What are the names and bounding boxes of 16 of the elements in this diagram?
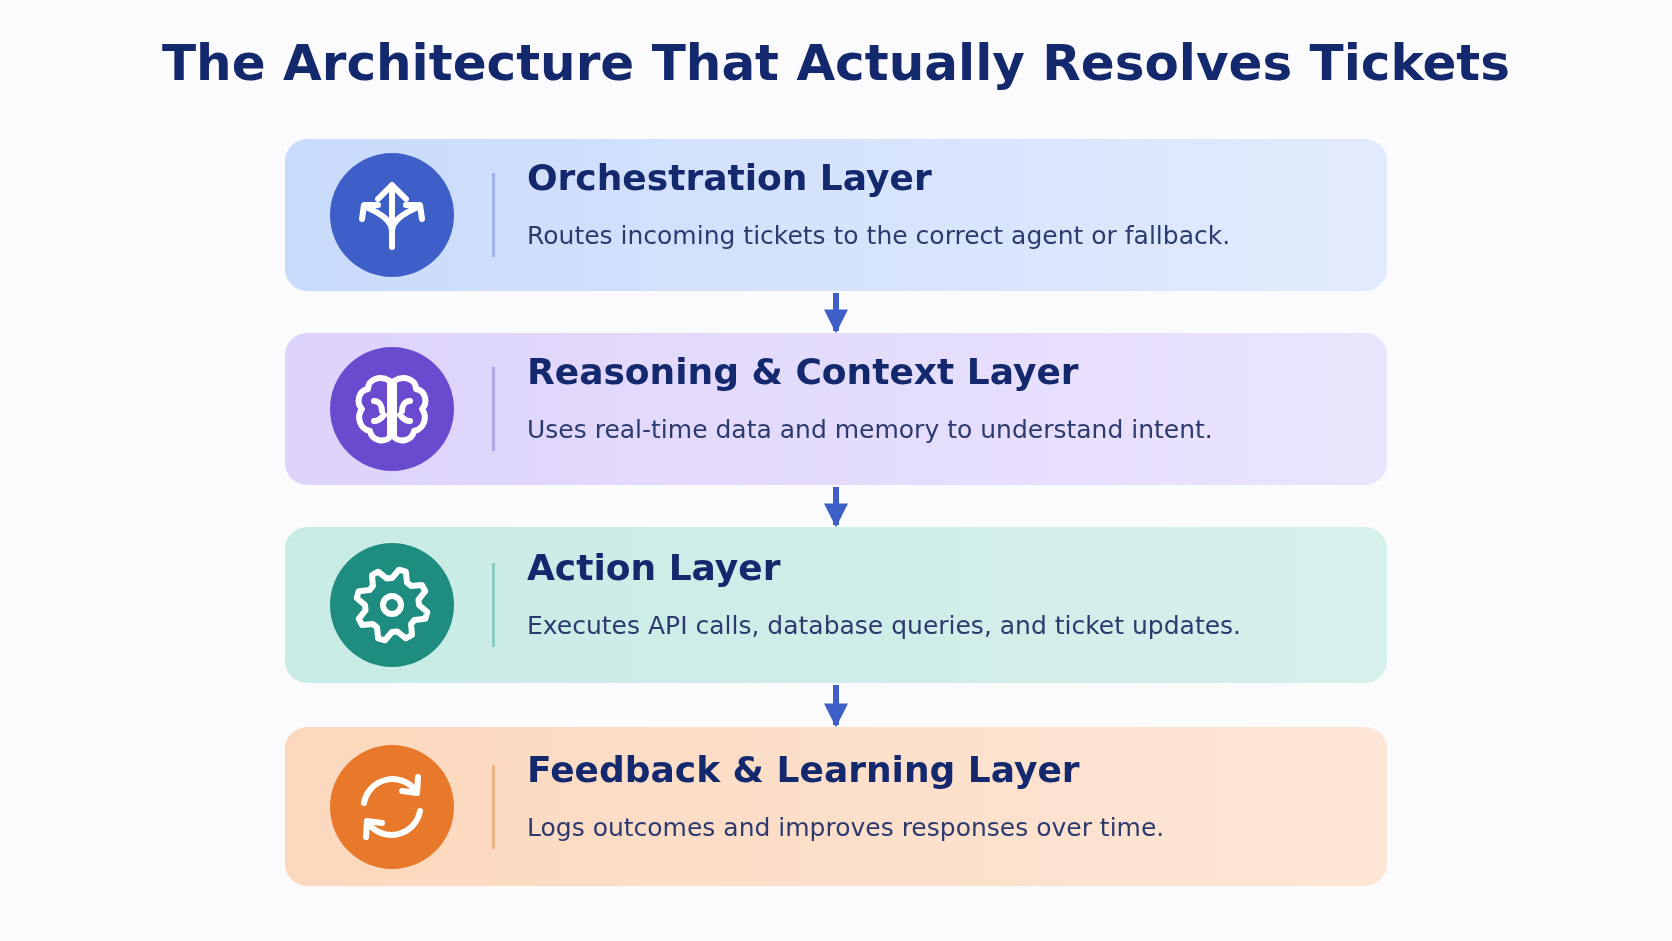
layer-card [285, 139, 1387, 291]
layer-description: Logs outcomes and improves responses over time. [527, 812, 1165, 842]
layer-description: Executes API calls, database queries, and ticket updates. [527, 611, 1242, 640]
arrow [824, 487, 848, 528]
arrow [824, 685, 848, 728]
layer-description: Routes incoming tickets to the correct agent or fallback. [527, 221, 1231, 250]
layer-description: Uses real-time data and memory to understand intent. [527, 415, 1213, 444]
layer-title: Reasoning & Context Layer [527, 351, 1079, 392]
layer-card [285, 333, 1387, 485]
arrow [824, 293, 848, 334]
layer-card [285, 727, 1387, 886]
layer-title: Orchestration Layer [527, 157, 932, 198]
layer-card [285, 527, 1387, 683]
layer-title: Action Layer [527, 547, 781, 588]
layer-title: Feedback & Learning Layer [527, 748, 1080, 790]
title: The Architecture That Actually Resolves Tickets [161, 34, 1511, 92]
